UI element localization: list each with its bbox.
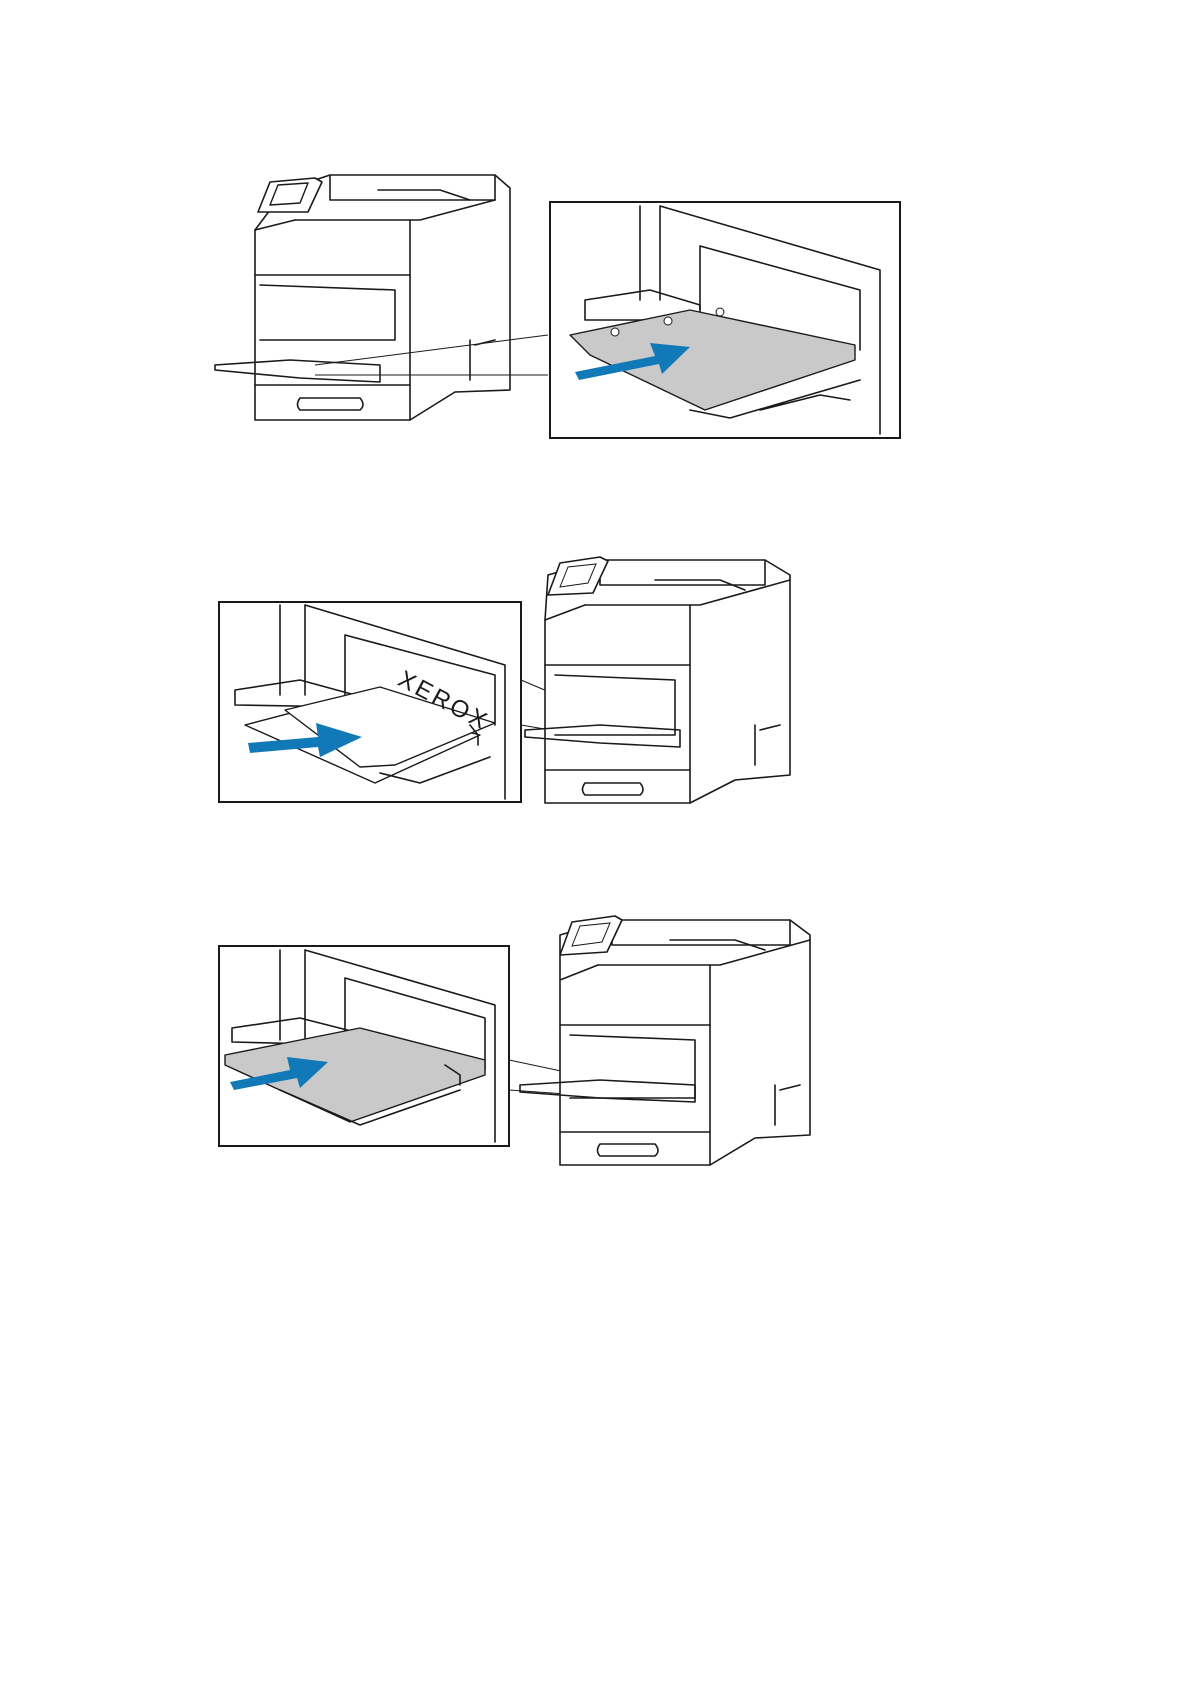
printer-illustration	[215, 175, 510, 420]
inset-detail	[219, 946, 509, 1146]
printer-illustration	[520, 916, 810, 1165]
figure-load-plain-paper	[0, 880, 1191, 1180]
inset-detail: XEROX	[219, 602, 521, 802]
figure-load-letterhead-paper: XEROX	[0, 525, 1191, 825]
figure-load-hole-punched-paper	[0, 160, 1191, 460]
inset-detail	[550, 202, 900, 438]
printer-illustration	[525, 557, 790, 803]
